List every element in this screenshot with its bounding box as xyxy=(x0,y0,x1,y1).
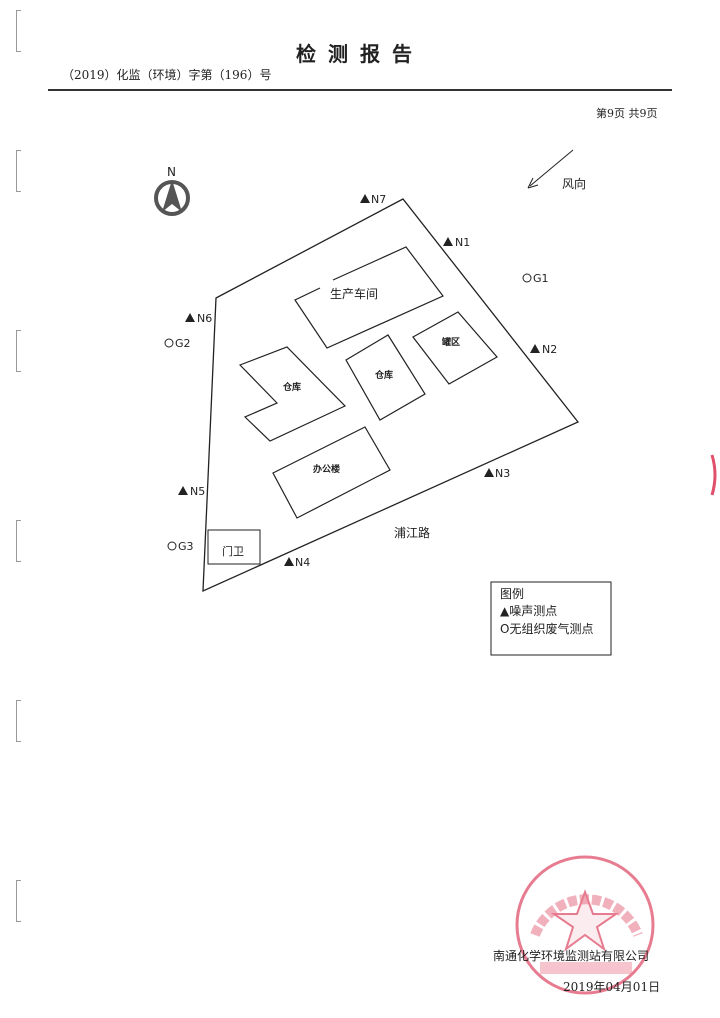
legend-noise: ▲噪声测点 xyxy=(500,604,557,618)
triangle-icon xyxy=(178,486,188,495)
binding-mark xyxy=(16,700,21,742)
production-label: 生产车间 xyxy=(330,286,378,301)
noise-point-n6: N6 xyxy=(197,312,212,325)
legend-gas: O无组织废气测点 xyxy=(500,621,593,636)
noise-point-n4: N4 xyxy=(295,556,310,569)
warehouse-2 xyxy=(345,334,426,421)
triangle-icon xyxy=(443,237,453,246)
office-label: 办公楼 xyxy=(313,463,340,475)
header-divider xyxy=(48,89,672,91)
office-building xyxy=(272,426,391,519)
site-boundary xyxy=(202,198,580,593)
gas-point-g1: G1 xyxy=(533,272,549,285)
triangle-icon xyxy=(484,468,494,477)
binding-mark xyxy=(16,330,21,372)
company-name: 南通化学环境监测站有限公司 xyxy=(493,949,650,963)
legend-title: 图例 xyxy=(500,587,524,601)
warehouse-1 xyxy=(238,346,347,442)
seal-edge xyxy=(710,454,717,496)
gas-point-g3: G3 xyxy=(178,540,194,553)
binding-mark xyxy=(16,150,21,192)
binding-mark xyxy=(16,880,21,922)
wind-label: 风向 xyxy=(562,176,586,191)
page-info: 第9页 共9页 xyxy=(596,107,658,120)
production-building xyxy=(294,246,444,349)
binding-mark xyxy=(16,520,21,562)
noise-point-n1: N1 xyxy=(455,236,470,249)
circle-icon xyxy=(522,273,532,283)
warehouse-2-label: 仓库 xyxy=(374,369,393,381)
noise-point-n7: N7 xyxy=(371,193,386,206)
road-label: 浦江路 xyxy=(394,525,430,540)
binding-mark xyxy=(16,10,21,52)
triangle-icon xyxy=(185,313,195,322)
gate-house xyxy=(207,529,261,565)
noise-point-n5: N5 xyxy=(190,485,205,498)
official-seal xyxy=(515,855,655,995)
compass-label: N xyxy=(167,165,176,179)
noise-point-n3: N3 xyxy=(495,467,510,480)
report-title: 检测报告 xyxy=(296,42,424,66)
triangle-icon xyxy=(360,194,370,203)
circle-icon xyxy=(167,541,177,551)
gas-point-g2: G2 xyxy=(175,337,191,350)
tank-area-label: 罐区 xyxy=(441,336,460,348)
report-date: 2019年04月01日 xyxy=(563,980,661,994)
triangle-icon xyxy=(284,557,294,566)
legend-box xyxy=(490,581,612,656)
circle-icon xyxy=(164,338,174,348)
compass-icon: N xyxy=(154,165,190,216)
document-number: （2019）化监（环境）字第（196）号 xyxy=(62,68,272,82)
warehouse-1-label: 仓库 xyxy=(282,381,301,393)
noise-point-n2: N2 xyxy=(542,343,557,356)
gate-label: 门卫 xyxy=(222,544,244,558)
triangle-icon xyxy=(530,344,540,353)
wind-arrow-icon xyxy=(527,149,574,189)
tank-area xyxy=(412,311,498,385)
